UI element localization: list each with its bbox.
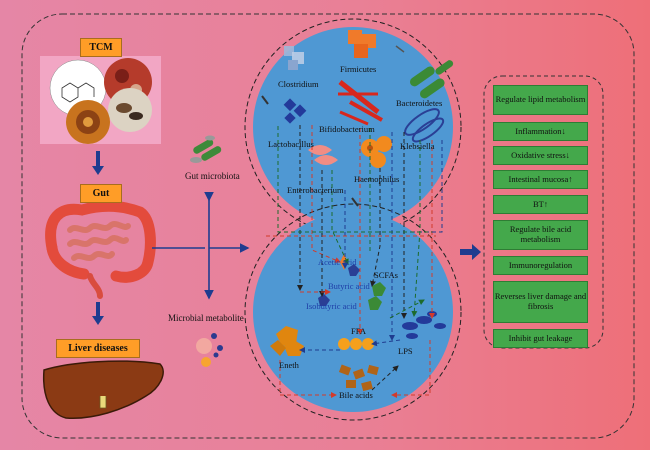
bacteroidetes-label: Bacteroidetes [396, 98, 443, 108]
metabolite-icon [196, 333, 223, 367]
acetic-acid-label: Acetic acid [318, 257, 357, 267]
liver-image [42, 360, 164, 419]
enterobacterium-label: Enterobacterium [287, 185, 344, 195]
microbial-metabolite-label: Microbial metabolite [168, 313, 244, 323]
bifidobacterium-label: Bifidobacterium [319, 124, 375, 134]
effect-bt: BT↑ [493, 195, 588, 214]
effect-intestinal-mucosa: Intestinal mucosa↑ [493, 170, 588, 189]
gut-microbiota-label: Gut microbiota [185, 171, 240, 181]
liver-diseases-label: Liver diseases [56, 339, 140, 358]
effect-inflammation: Inflammation↓ [493, 122, 588, 141]
tcm-label: TCM [80, 38, 122, 57]
effect-inhibit-gut-leakage: Inhibit gut leakage [493, 329, 588, 348]
effect-reverses-liver-damage: Reverses liver damage and fibrosis [493, 281, 588, 323]
effects-frame [483, 75, 604, 349]
haemophilus-label: Haemophilus [354, 174, 400, 184]
branch-arrows [152, 192, 250, 300]
lactobacillus-label: Lactobacillus [268, 139, 314, 149]
intestine-image [45, 200, 156, 299]
tcm-image [40, 56, 161, 144]
effect-oxidative-stress: Oxidative stress↓ [493, 146, 588, 165]
bacteria-icons [261, 30, 454, 207]
scfas-label: SCFAs [374, 270, 398, 280]
lps-label: LPS [398, 346, 413, 356]
effect-regulate-bile-acid: Regulate bile acid metabolism [493, 220, 588, 250]
bile-acids-label: Bile acids [339, 390, 373, 400]
gut-microbiota-icon [190, 135, 222, 163]
firmicutes-label: Firmicutes [340, 64, 377, 74]
metabolite-circle [244, 203, 462, 421]
left-flow-arrows [92, 151, 104, 325]
effects-arrow [460, 244, 481, 260]
clostridium-label: Clostridium [278, 79, 319, 89]
connector-lines [266, 125, 443, 398]
isobutyric-acid-label: Isobutyric acid [306, 301, 357, 311]
ffa-label: FFA [351, 326, 366, 336]
butyric-acid-label: Butyric acid [328, 281, 370, 291]
eneth-label: Eneth [279, 360, 299, 370]
gut-label: Gut [80, 184, 122, 203]
klebsiella-label: Klebsiella [400, 141, 435, 151]
outer-frame [21, 13, 635, 439]
effect-immunoregulation: Immunoregulation [493, 256, 588, 275]
effect-regulate-lipid: Regulate lipid metabolism [493, 85, 588, 115]
